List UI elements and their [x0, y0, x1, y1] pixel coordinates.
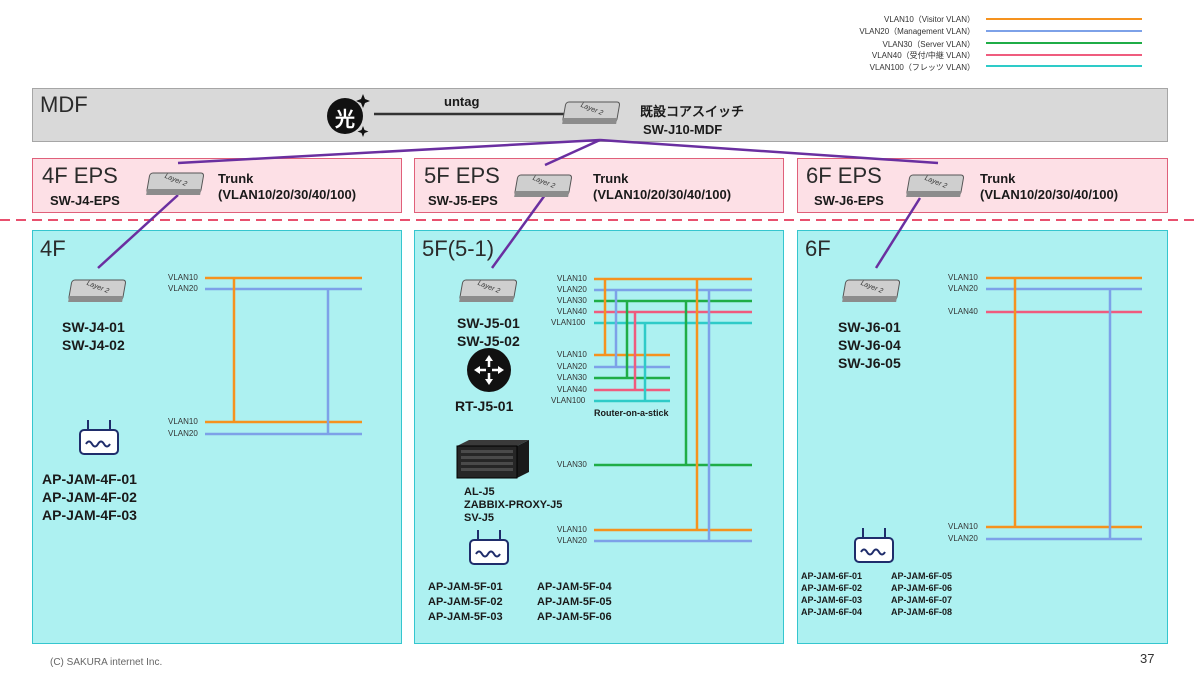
eps-5f-switch: SW-J5-EPS — [428, 193, 498, 208]
vlan-label: VLAN20 — [948, 284, 978, 293]
legend-label-vlan40: VLAN40（受付/中継 VLAN） — [871, 51, 975, 60]
floor5-vlan-lines — [594, 277, 752, 543]
floor4-switches: SW-J4-01 SW-J4-02 — [62, 319, 125, 353]
ap-icon-4f — [79, 420, 119, 455]
vlan-label: VLAN40 — [948, 307, 978, 316]
floor5-switches: SW-J5-01 SW-J5-02 — [457, 315, 520, 349]
vlan-label: VLAN100 — [551, 318, 586, 327]
eps-4f-trunk-vlans: (VLAN10/20/30/40/100) — [218, 187, 357, 202]
fiber-badge-icon — [327, 94, 370, 137]
eps-4f-switch: SW-J4-EPS — [50, 193, 120, 208]
switch-icon-6f-eps — [906, 174, 965, 197]
legend-label-vlan100: VLAN100（フレッツ VLAN） — [869, 63, 975, 72]
vlan-label: VLAN30 — [557, 373, 587, 382]
eps-6f-zone — [797, 158, 1168, 213]
ap-icon-6f — [854, 528, 894, 563]
eps-4f-trunk: Trunk — [218, 171, 254, 186]
floor4-aps: AP-JAM-4F-01 AP-JAM-4F-02 AP-JAM-4F-03 — [42, 471, 137, 523]
floor6-aps-col2: AP-JAM-6F-05 AP-JAM-6F-06 AP-JAM-6F-07 A… — [891, 571, 953, 617]
fiber-glyph: 光 — [335, 109, 355, 131]
core-switch-id: SW-J10-MDF — [643, 122, 723, 137]
vlan-label: VLAN10 — [168, 273, 198, 282]
vlan-label: VLAN100 — [551, 396, 586, 405]
vlan-label: VLAN20 — [557, 362, 587, 371]
vlan-label: VLAN10 — [557, 350, 587, 359]
eps-6f-trunk: Trunk — [980, 171, 1016, 186]
vlan-label: VLAN20 — [168, 284, 198, 293]
vlan-label: VLAN20 — [948, 534, 978, 543]
vlan-label: VLAN10 — [557, 274, 587, 283]
vlan-label: VLAN30 — [557, 460, 587, 469]
eps-5f-trunk-vlans: (VLAN10/20/30/40/100) — [593, 187, 732, 202]
vlan-label: VLAN10 — [948, 273, 978, 282]
core-switch-name: 既設コアスイッチ — [640, 104, 745, 119]
switch-icon-mdf — [562, 101, 621, 124]
floor6-vlan-lines — [986, 276, 1142, 541]
legend-label-vlan20: VLAN20（Management VLAN） — [859, 27, 975, 36]
switch-icon-4f — [68, 279, 127, 302]
floor6-switches: SW-J6-01 SW-J6-04 SW-J6-05 — [838, 319, 901, 371]
legend-label-vlan10: VLAN10（Visitor VLAN） — [884, 15, 975, 24]
floor4-vlan-lines — [205, 276, 362, 436]
floor5-title: 5F(5-1) — [422, 236, 495, 261]
copyright-text: (C) SAKURA internet Inc. — [50, 657, 163, 668]
switch-icon-5f — [459, 279, 518, 302]
floor4-title: 4F — [40, 236, 66, 261]
floor5-router: RT-J5-01 — [455, 398, 514, 414]
untag-label: untag — [444, 94, 480, 109]
router-icon — [467, 348, 511, 392]
eps-6f-trunk-vlans: (VLAN10/20/30/40/100) — [980, 187, 1119, 202]
floor6-aps-col1: AP-JAM-6F-01 AP-JAM-6F-02 AP-JAM-6F-03 A… — [801, 571, 863, 617]
router-mode-label: Router-on-a-stick — [594, 408, 669, 418]
eps-5f-zone — [414, 158, 784, 213]
vlan-label: VLAN40 — [557, 307, 587, 316]
eps-4f-title: 4F EPS — [42, 163, 118, 188]
vlan-label: VLAN10 — [168, 417, 198, 426]
vlan-label: VLAN20 — [168, 429, 198, 438]
switch-icon-5f-eps — [514, 174, 573, 197]
eps-5f-title: 5F EPS — [424, 163, 500, 188]
vlan-label: VLAN20 — [557, 285, 587, 294]
vlan-label: VLAN20 — [557, 536, 587, 545]
legend-label-vlan30: VLAN30（Server VLAN） — [882, 40, 975, 49]
page-number: 37 — [1140, 651, 1155, 666]
vlan-label: VLAN30 — [557, 296, 587, 305]
mdf-title: MDF — [40, 92, 88, 117]
vlan-label: VLAN10 — [557, 525, 587, 534]
floor6-title: 6F — [805, 236, 831, 261]
floor5-aps-col1: AP-JAM-5F-01 AP-JAM-5F-02 AP-JAM-5F-03 — [428, 581, 503, 623]
vlan-label: VLAN40 — [557, 385, 587, 394]
eps-5f-trunk: Trunk — [593, 171, 629, 186]
server-icon — [456, 440, 529, 479]
switch-icon-4f-eps — [146, 172, 205, 195]
ap-icon-5f — [469, 530, 509, 565]
eps-6f-switch: SW-J6-EPS — [814, 193, 884, 208]
eps-4f-zone — [32, 158, 402, 213]
vlan-label: VLAN10 — [948, 522, 978, 531]
floor5-servers: AL-J5 ZABBIX-PROXY-J5 SV-J5 — [464, 486, 563, 524]
floor5-aps-col2: AP-JAM-5F-04 AP-JAM-5F-05 AP-JAM-5F-06 — [537, 581, 612, 623]
switch-icon-6f — [842, 279, 901, 302]
trunk-links — [97, 138, 939, 269]
eps-6f-title: 6F EPS — [806, 163, 882, 188]
